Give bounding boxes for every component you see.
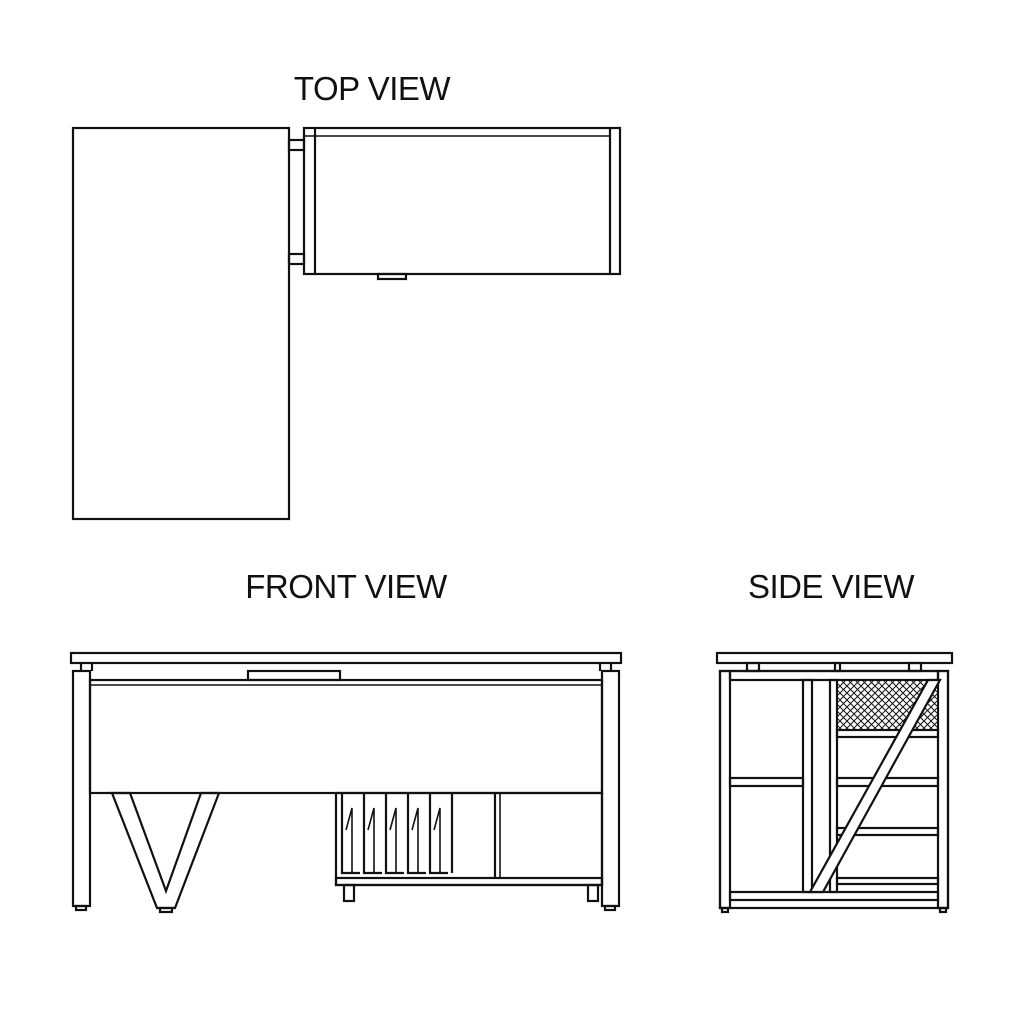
front-view-title: FRONT VIEW <box>245 568 448 605</box>
front-view-left-leg <box>71 669 92 908</box>
front-view-left-foot <box>74 904 88 912</box>
front-view-right-leg <box>600 669 621 908</box>
top-view-title: TOP VIEW <box>294 70 452 107</box>
side-view-frame <box>718 669 950 914</box>
front-view-file-dividers <box>340 793 454 875</box>
side-view-desktop <box>715 651 954 665</box>
top-view: TOP VIEW <box>71 70 622 521</box>
top-view-connectors <box>287 138 306 266</box>
front-view-right-foot <box>603 904 617 912</box>
front-view-storage-foot-right <box>586 883 600 903</box>
side-view-supports <box>745 661 923 673</box>
front-view-v-frame <box>110 791 221 914</box>
front-view-apron-panel <box>88 678 604 795</box>
side-view-left-section <box>728 678 814 894</box>
side-view-diagonal-brace <box>808 678 942 894</box>
front-view-storage-foot-left <box>342 883 356 903</box>
front-view-desktop <box>69 651 623 665</box>
side-view: SIDE VIEW <box>715 568 954 914</box>
side-view-title: SIDE VIEW <box>748 568 915 605</box>
top-view-main-desktop <box>71 126 291 521</box>
side-view-storage-section <box>808 678 942 894</box>
front-view-top-rail <box>79 663 613 682</box>
front-view: FRONT VIEW <box>69 568 623 914</box>
top-view-return-desktop <box>302 126 622 281</box>
front-view-storage-unit <box>334 791 604 903</box>
